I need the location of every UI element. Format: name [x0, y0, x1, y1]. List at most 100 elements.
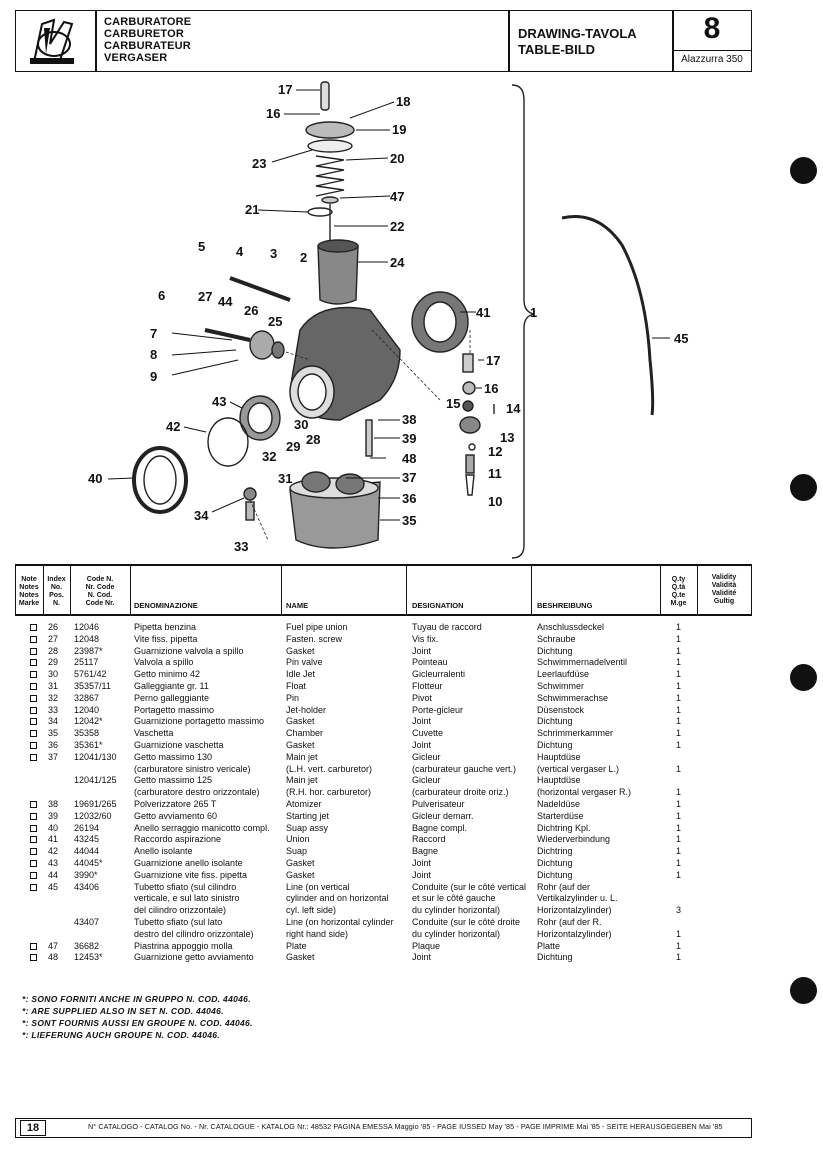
cell-it: Guarnizione vaschetta [134, 740, 224, 750]
cell-it: Guarnizione valvola a spillo [134, 645, 244, 656]
cell-idx: 28 [48, 645, 59, 656]
cell-code: 35361* [74, 740, 103, 750]
cell-qty: 1 [676, 822, 682, 833]
callout-label: 7 [150, 326, 157, 341]
cell-code: 25117 [74, 657, 99, 668]
cell-en: Gasket [286, 740, 315, 750]
cell-idx: 45 [48, 881, 59, 892]
note-checkbox [30, 824, 37, 832]
cell-de: Anschlussdeckel [537, 622, 605, 632]
note-checkbox [30, 836, 37, 844]
header-name: NAME [286, 601, 309, 610]
callout-label: 26 [244, 303, 258, 318]
callout-label: 16 [484, 381, 498, 396]
cell-code: 43406 [74, 881, 100, 892]
note-checkbox [30, 883, 37, 891]
header-frame [15, 10, 752, 72]
cell-code: 12453* [74, 952, 103, 963]
cell-qty: 1 [676, 633, 682, 644]
title-fr: CARBURATEUR [104, 40, 191, 52]
cell-code: 12042* [74, 716, 103, 727]
cell-en: Starting jet [286, 810, 330, 821]
cell-fr: du cylinder horizontal) [412, 928, 501, 939]
callout-label: 19 [392, 122, 406, 137]
cell-de: Schwimmernadelventil [537, 657, 628, 668]
cell-it: Anello serraggio manicotto compl. [134, 822, 270, 833]
cell-fr: et sur le côté gauche [412, 893, 496, 904]
callout-label: 11 [488, 466, 502, 481]
cell-code: 43407 [74, 917, 100, 927]
cell-idx: 30 [48, 669, 59, 680]
cell-en: Suap assy [286, 822, 329, 833]
callout-label: 44 [218, 294, 233, 309]
cell-de: Dichtung [537, 645, 573, 656]
cell-qty: 1 [676, 740, 682, 750]
cell-de: Dichtung [537, 716, 573, 727]
cell-qty: 1 [676, 657, 682, 668]
note-checkbox [30, 706, 37, 714]
cell-code: 43245 [74, 834, 100, 845]
callout-label: 20 [390, 151, 404, 166]
cell-en: Plate [286, 940, 307, 951]
cell-code: 12046 [74, 622, 100, 632]
cell-qty: 1 [676, 716, 682, 727]
footnote-fr: *: SONT FOURNIS AUSSI EN GROUPE N. COD. … [22, 1018, 253, 1028]
note-checkbox [30, 942, 37, 950]
cell-fr: Joint [412, 869, 432, 880]
callout-label: 3 [270, 246, 277, 261]
callout-label: 35 [402, 513, 416, 528]
table-row: del cilindro orizzontale)cyl. left side)… [0, 905, 760, 916]
cell-de: Dichtung [537, 858, 573, 868]
cell-code: 26194 [74, 822, 100, 833]
cell-it: (carburatore sinistro vericale) [134, 763, 251, 774]
title-it: CARBURATORE [104, 16, 192, 28]
cell-fr: Gicleurralenti [412, 669, 466, 680]
cell-en: (R.H. hor. carburetor) [286, 787, 372, 798]
callout-label: 43 [212, 394, 226, 409]
punch-hole [790, 474, 817, 501]
cell-code: 35358 [74, 728, 100, 739]
cell-it: destro del cilindro orizzontale) [134, 928, 254, 939]
cell-it: Getto massimo 125 [134, 775, 213, 786]
cell-it: Vite fiss. pipetta [134, 633, 198, 644]
note-checkbox [30, 860, 37, 867]
cell-qty: 1 [676, 928, 682, 939]
cell-en: Float [286, 681, 307, 691]
header-divider [672, 50, 752, 51]
title-de: VERGASER [104, 52, 168, 64]
note-checkbox [30, 730, 37, 738]
cell-de: Horizontalzylinder) [537, 905, 612, 916]
cell-code: 35357/11 [74, 681, 111, 691]
cell-it: verticale, e sul lato sinistro [134, 893, 240, 904]
callout-label: 42 [166, 419, 180, 434]
cell-fr: Pulverisateur [412, 799, 465, 809]
cell-de: Dichtring [537, 846, 573, 857]
cell-idx: 26 [48, 622, 59, 632]
cell-it: Guarnizione vite fiss. pipetta [134, 869, 248, 880]
callout-label: 17 [486, 353, 500, 368]
cell-qty: 1 [676, 858, 682, 868]
cell-idx: 37 [48, 751, 59, 762]
cell-fr: Pivot [412, 692, 433, 703]
cell-code: 12040 [74, 704, 100, 715]
cell-idx: 36 [48, 740, 59, 750]
cell-en: Chamber [286, 728, 324, 739]
callout-label: 13 [500, 430, 514, 445]
cell-code: 3990* [74, 869, 98, 880]
cell-it: Perno galleggiante [134, 692, 210, 703]
cell-fr: Joint [412, 858, 432, 868]
header-divider [95, 10, 97, 72]
cell-en: Pin [286, 692, 300, 703]
callout-label: 4 [236, 244, 244, 259]
cell-fr: Porte-gicleur [412, 704, 464, 715]
punch-hole [790, 664, 817, 691]
cell-idx: 38 [48, 799, 59, 809]
cell-it: Portagetto massimo [134, 704, 215, 715]
cell-en: Gasket [286, 869, 315, 880]
